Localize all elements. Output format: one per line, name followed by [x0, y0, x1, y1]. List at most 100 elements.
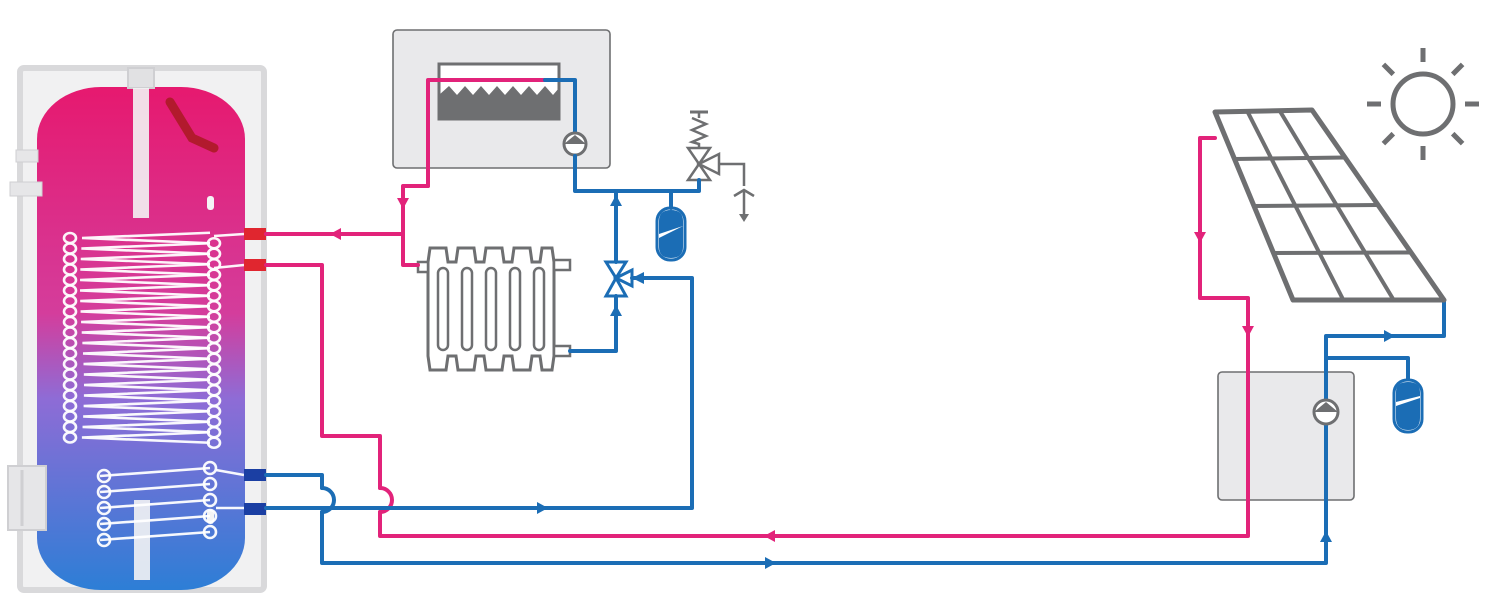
expansion-vessel-solar-fill — [1396, 398, 1420, 430]
boiler-internal-cold — [543, 78, 577, 134]
flow-arrow-hot-down-2 — [1194, 232, 1206, 243]
coil-turn — [80, 252, 211, 266]
safety-valve-spring — [688, 112, 710, 148]
expansion-vessel-solar — [1392, 378, 1424, 434]
drain-arrow — [739, 214, 749, 222]
flow-arrow-cold-right-3 — [1384, 330, 1395, 342]
radiator-fin — [532, 266, 546, 352]
coil-turn — [80, 273, 211, 287]
coil-turn — [83, 378, 211, 392]
collector-row-divider — [1234, 155, 1346, 161]
pipe-boiler-flow — [401, 184, 430, 267]
coil-loop-right — [202, 524, 218, 540]
radiator-fin — [460, 266, 474, 352]
storage-tank — [7, 65, 267, 593]
radiator-valve-top — [552, 258, 572, 272]
coil-turn — [99, 466, 211, 478]
flow-arrow-hot-left-2 — [764, 530, 775, 542]
coil-turn — [80, 262, 211, 277]
coil-turn — [80, 304, 211, 319]
coil-turn — [81, 241, 211, 256]
coil-turn — [82, 420, 211, 434]
flow-arrow-cold-right-2 — [765, 557, 776, 569]
immersion-sleeve — [133, 88, 149, 218]
solar-pump-impeller — [1314, 402, 1338, 412]
coil-turn — [83, 399, 211, 413]
burner-flames — [439, 86, 559, 119]
coil-turn — [79, 283, 211, 298]
expansion-vessel-heating-fill — [659, 226, 683, 258]
cold-inlet-stub-1 — [244, 469, 266, 481]
mixing-valve-body — [603, 260, 634, 298]
radiator-inlet-fitting — [416, 260, 430, 274]
tank-bottom-sleeve — [134, 500, 150, 580]
coil-turn — [99, 514, 211, 526]
coil-loop-left — [96, 516, 112, 532]
flow-arrow-hot-down — [397, 198, 409, 209]
collector-col-divider — [1245, 110, 1346, 301]
pipe-cold-jump — [320, 486, 336, 514]
pipe-tank-to-mixer — [264, 473, 324, 490]
flow-arrow-cold-up-1 — [610, 195, 622, 206]
hot-outlet-stub-2 — [244, 259, 266, 271]
flow-arrow-cold-left — [632, 272, 644, 284]
safety-valve-body — [685, 146, 721, 182]
coil-loop-right — [202, 492, 218, 508]
coil-turn — [83, 388, 211, 403]
expansion-vessel-heating-top — [659, 210, 683, 234]
coil-turn — [99, 530, 211, 542]
coil-connection — [215, 468, 245, 510]
pipe-boiler-return — [573, 154, 701, 193]
sun-ray — [1450, 131, 1465, 146]
collector-row-divider — [1253, 203, 1379, 208]
boiler-pump-impeller — [564, 135, 586, 144]
pipe-tank-return-hot — [264, 263, 382, 490]
solar-station-housing — [1217, 371, 1355, 501]
flow-arrow-cold-up-2 — [610, 305, 622, 316]
pipe-radiator-return — [568, 294, 618, 353]
flow-arrow-cold-right-1 — [537, 502, 548, 514]
pipe-solar-hot-return — [378, 136, 1250, 538]
coil-turn — [83, 409, 211, 424]
sun-ray — [1381, 62, 1396, 77]
collector-row-divider — [1273, 250, 1412, 255]
pipe-hot-jump — [378, 486, 394, 514]
radiator-valve-bottom — [552, 344, 572, 358]
coil-turn — [83, 357, 211, 371]
upper-heat-exchanger — [62, 231, 245, 450]
boiler — [392, 29, 611, 188]
lower-heat-exchanger — [96, 460, 245, 548]
coil-turn — [99, 498, 211, 510]
flow-arrow-hot-left — [330, 228, 341, 240]
coil-turn — [82, 346, 211, 361]
tank-left-fitting-2 — [9, 181, 43, 197]
solar-station — [1217, 370, 1355, 502]
radiator-fin — [508, 266, 522, 352]
heating-circuit-pipes — [264, 136, 1446, 569]
safety-valve — [685, 110, 755, 222]
sun-ray — [1450, 62, 1465, 77]
coil-turn — [81, 430, 211, 445]
solar-collector — [1212, 107, 1447, 303]
coil-loop-right — [206, 436, 222, 450]
cold-inlet-stub-2 — [244, 503, 266, 515]
coil-loop-right — [202, 460, 218, 476]
coil-loop-right — [202, 508, 218, 524]
coil-loop-right — [202, 476, 218, 492]
radiator-fin — [436, 266, 450, 352]
coil-turn — [81, 315, 211, 329]
coil-connection — [213, 232, 245, 270]
coil-turn — [82, 336, 211, 350]
tank-top-flange — [127, 67, 155, 89]
coil-loop-left — [96, 468, 112, 484]
expansion-vessel-heating — [655, 206, 687, 262]
coil-loop-left — [96, 484, 112, 500]
radiator-fin — [484, 266, 498, 352]
safety-valve-drain — [719, 162, 755, 214]
tank-left-fitting-1 — [15, 149, 39, 163]
coil-turn — [81, 231, 211, 245]
boiler-internal-hot — [426, 78, 547, 188]
coil-loop-left — [96, 532, 112, 548]
coil-turn — [83, 367, 211, 382]
